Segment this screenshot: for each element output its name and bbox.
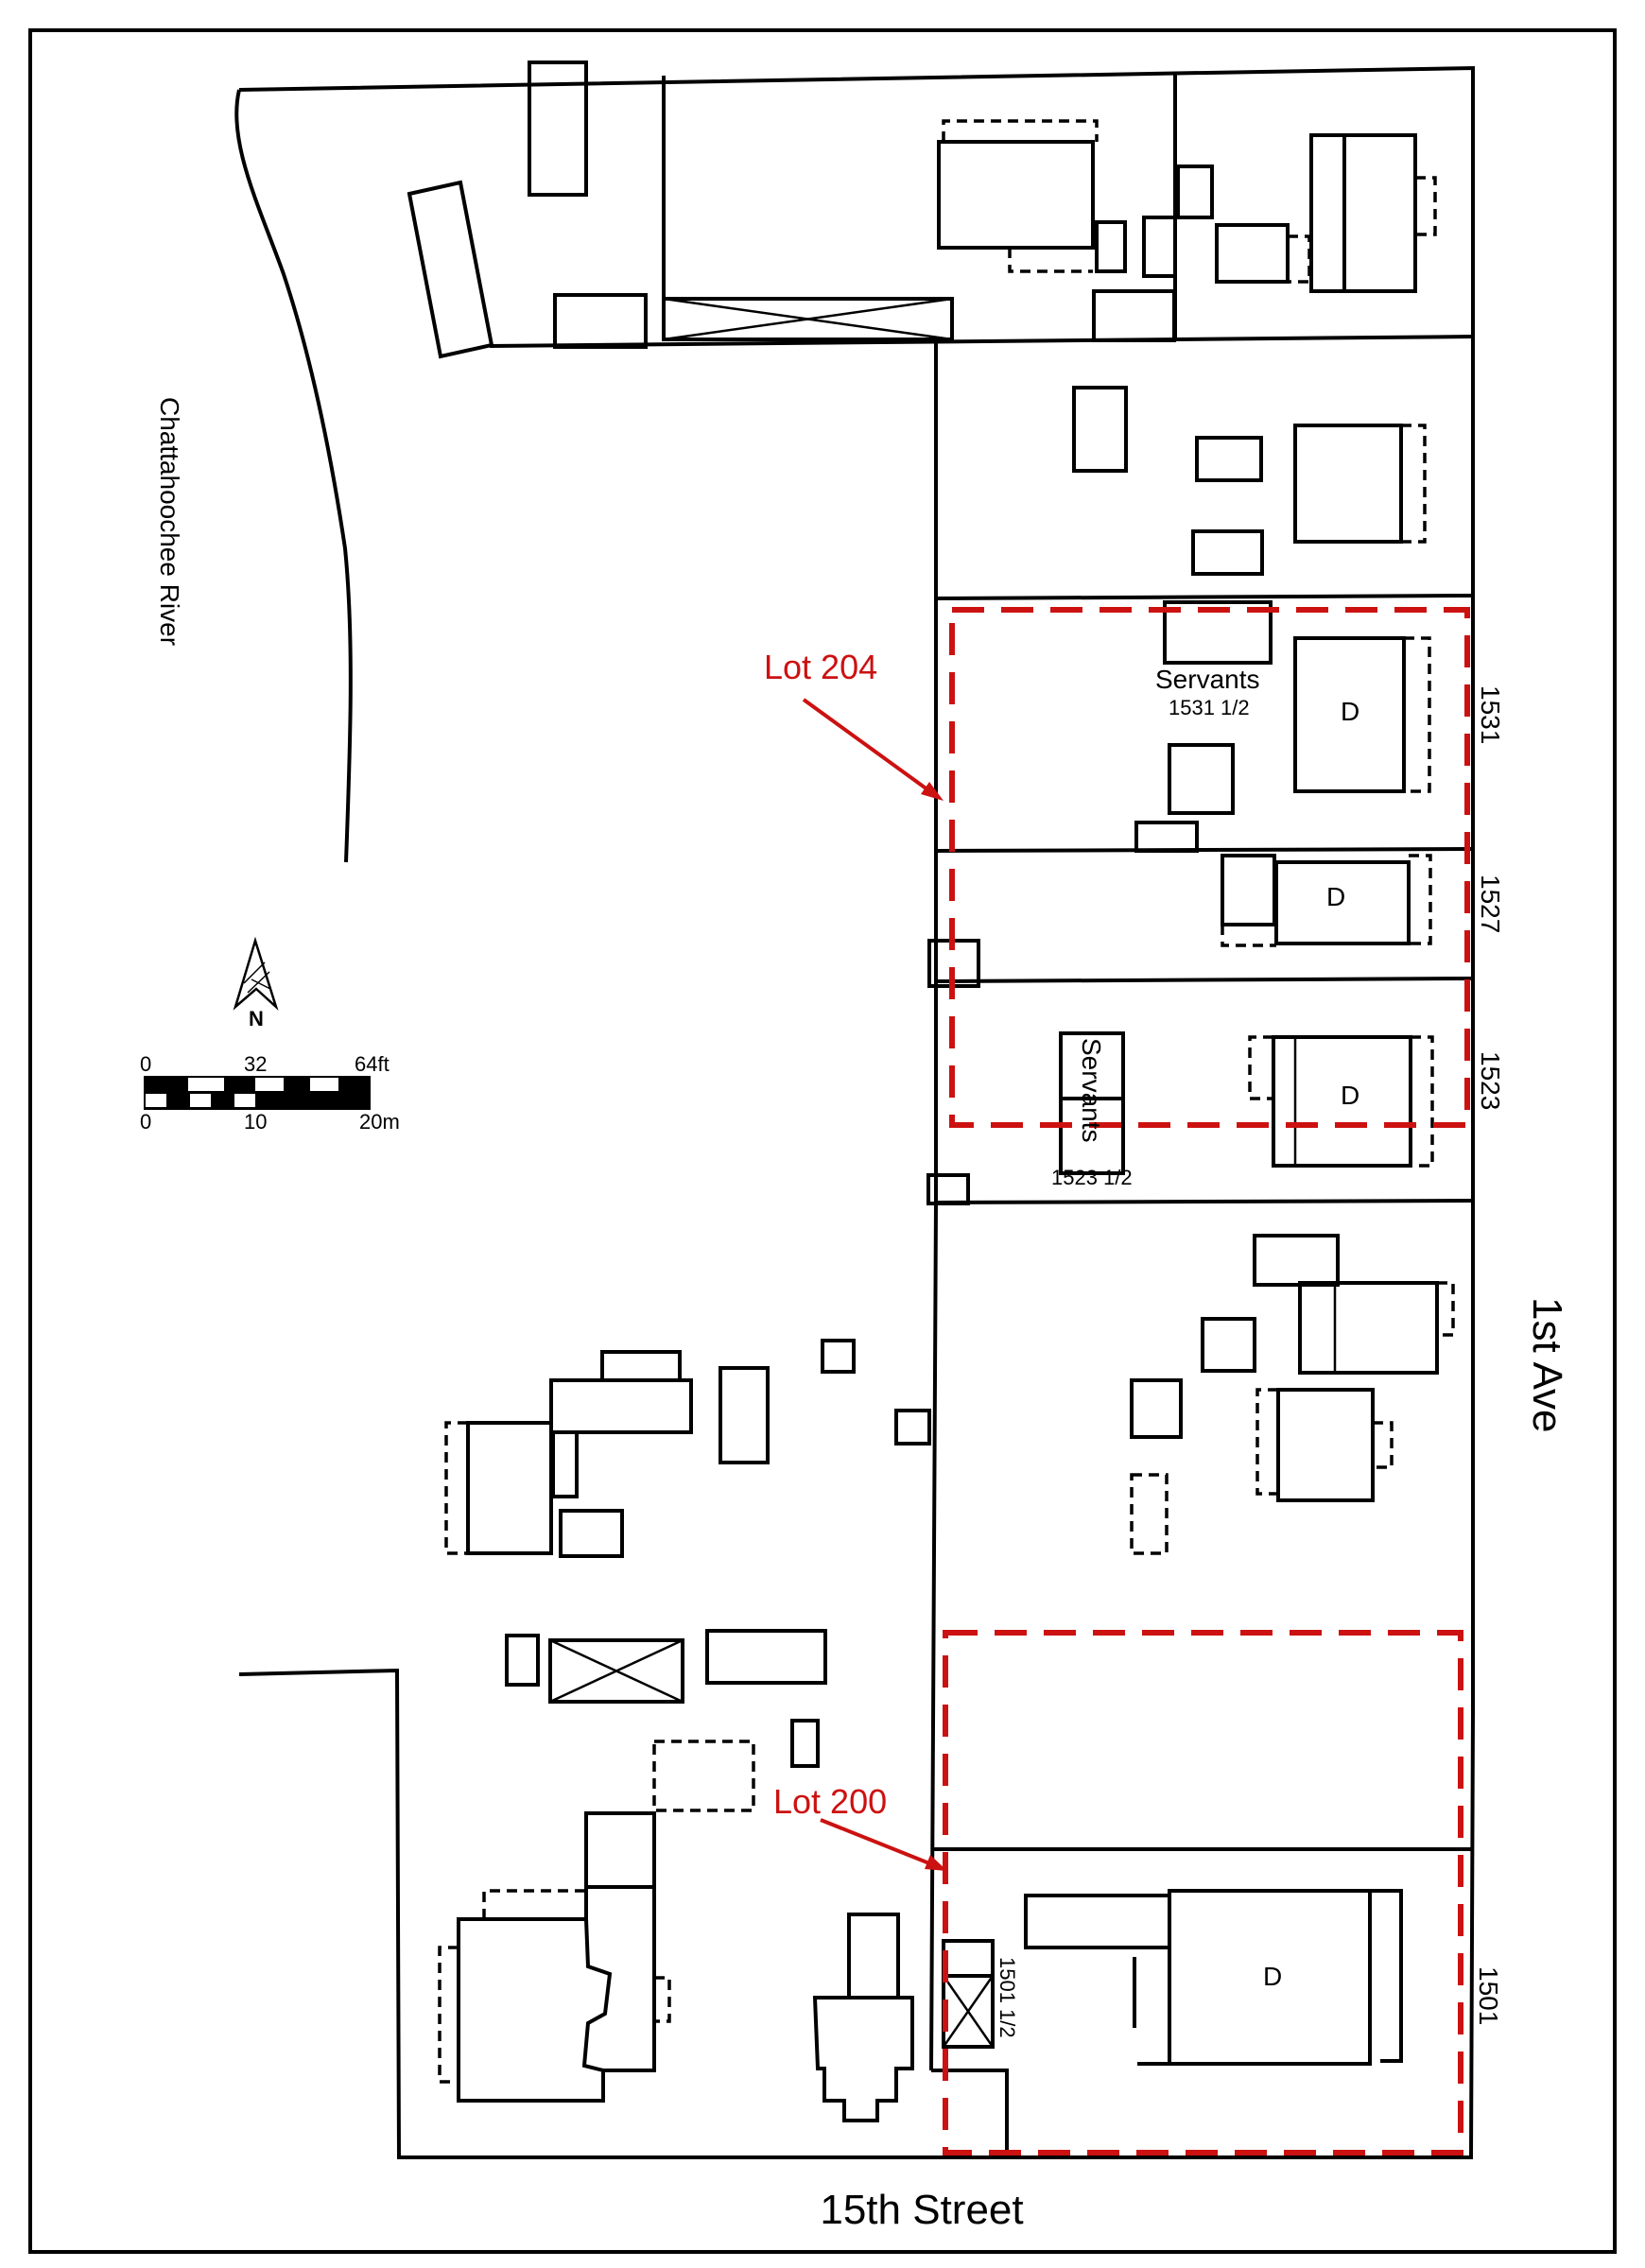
scale-tick-0-m: 0 [140,1110,151,1134]
address-1531: 1531 [1476,685,1505,744]
scale-tick-10-m: 10 [244,1110,267,1134]
dwelling-marker-1523: D [1341,1081,1359,1110]
sub-address-1523-half: 1523 1/2 [1051,1166,1133,1189]
block-outlines [238,65,1475,2159]
scale-tick-20-m: 20m [359,1110,400,1134]
scale-tick-0-ft: 0 [140,1052,151,1076]
sub-address-1531-half: 1531 1/2 [1169,696,1250,719]
lot-204-boundary [949,607,1470,1128]
address-1527: 1527 [1476,874,1505,933]
dwelling-marker-1531: D [1341,697,1359,726]
lot-1531-buildings [1134,600,1431,853]
river-label: Chattahoochee River [155,397,184,646]
street-label-15th-street: 15th Street [820,2187,1023,2233]
servants-label-1531: Servants [1155,665,1260,694]
scale-tick-64-ft: 64ft [355,1052,390,1076]
dwelling-marker-1501: D [1263,1962,1282,1991]
lot-1527-buildings [927,854,1432,988]
scale-bar: 0 32 64ft 0 10 20m [140,1052,400,1134]
scale-tick-32-ft: 32 [244,1052,267,1076]
map-frame [28,28,1617,2254]
lot-1501-buildings [942,1889,1403,2066]
lot-204-label: Lot 204 [764,648,877,686]
lot-200-arrow [820,1818,947,1871]
dwelling-marker-1527: D [1326,882,1345,911]
lot-200-boundary [943,1630,1463,2155]
west-side-buildings [444,1339,931,1812]
address-1523: 1523 [1476,1051,1505,1110]
north-arrow: N [233,936,279,1030]
north-label: N [249,1007,264,1030]
street-label-1st-ave: 1st Ave [1524,1297,1570,1433]
lot-204-arrow [802,698,944,801]
river-bank [234,89,353,863]
lower-west-complex [438,1811,914,2122]
strip-two-buildings [1072,386,1427,576]
address-1501: 1501 [1474,1966,1503,2025]
mid-lot-buildings [1130,1234,1455,1555]
lot-1523-buildings [926,1031,1434,1205]
servants-label-1523: Servants [1077,1038,1106,1143]
top-strip-buildings [407,61,1437,359]
lot-200-label: Lot 200 [773,1782,887,1821]
sub-address-1501-half: 1501 1/2 [996,1957,1019,2038]
